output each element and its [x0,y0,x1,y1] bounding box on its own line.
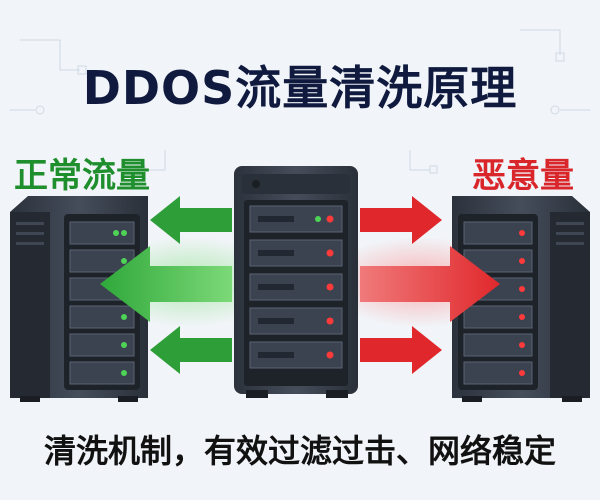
center-server-units [249,205,343,369]
left-server-units [69,221,135,385]
right-server-units [463,221,533,385]
footer-caption: 清洗机制，有效过滤过击、网络稳定 [43,432,556,470]
page-title: DDOS流量清洗原理 [82,61,518,115]
arrow-left-icon [150,326,232,374]
right-server-icon [452,196,590,402]
arrow-right-icon [360,246,500,322]
arrow-left-icon [150,196,232,244]
normal-traffic-label: 正常流量 [14,156,150,196]
arrow-right-icon [360,196,442,244]
arrow-left-icon [100,246,232,322]
center-server-icon [234,166,358,398]
malicious-traffic-label: 恶意量 [472,156,574,196]
arrow-right-icon [360,326,442,374]
circuit-decor [10,29,590,174]
left-server-icon [10,196,148,402]
